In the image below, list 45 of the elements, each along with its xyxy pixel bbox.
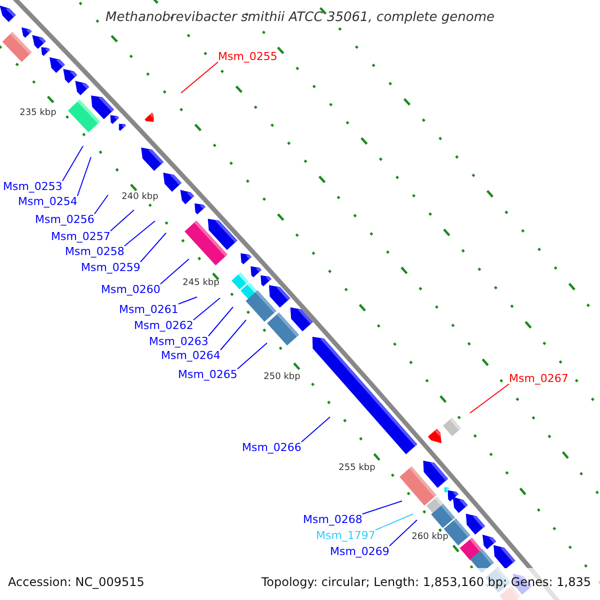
gene-label: Msm_0261 <box>119 304 178 315</box>
map-title: Methanobrevibacter smithii ATCC 35061, complete genome <box>105 11 495 24</box>
leader-line <box>140 232 166 262</box>
scale-label: 245 kbp <box>182 279 220 288</box>
scale-label: 260 kbp <box>412 533 448 542</box>
gene-label: Msm_0269 <box>330 546 390 557</box>
accession-text: Accession: NC_009515 <box>8 576 144 588</box>
leader-line <box>124 220 156 246</box>
gene-label: Msm_0266 <box>242 442 302 453</box>
gene-label: Msm_0254 <box>18 196 78 207</box>
gene-label: Msm_0263 <box>149 336 208 347</box>
gene-label: Msm_0268 <box>303 514 362 525</box>
gene-label: Msm_1797 <box>316 530 376 541</box>
leader-line <box>180 62 218 94</box>
gene-label: Msm_0259 <box>81 262 140 273</box>
leader-line <box>62 146 84 182</box>
leader-line <box>192 298 220 320</box>
gene-label: Msm_0253 <box>3 181 62 192</box>
gene-label: Msm_0257 <box>51 231 110 242</box>
leader-line <box>110 210 134 232</box>
leader-line <box>300 416 330 442</box>
gene-label: Msm_0264 <box>161 350 220 361</box>
leader-line <box>362 500 402 514</box>
gene-label: Msm_0265 <box>178 369 238 380</box>
gene-label: Msm_0260 <box>101 284 160 295</box>
scale-label: 235 kbp <box>20 109 56 118</box>
leader-line <box>374 514 414 530</box>
leader-line <box>178 296 198 304</box>
genome-info-text: Topology: circular; Length: 1,853,160 bp; Genes: 1,835 <box>261 576 591 588</box>
scale-label: 240 kbp <box>122 193 158 202</box>
gene-label: Msm_0258 <box>65 246 124 257</box>
leader-line <box>208 306 234 336</box>
leader-line <box>94 194 108 214</box>
gene-label: Msm_0255 <box>218 51 278 62</box>
gene-label: Msm_0267 <box>509 373 568 384</box>
leader-line <box>236 342 268 370</box>
scale-label: 250 kbp <box>264 373 300 382</box>
leader-line <box>160 258 190 284</box>
scale-label: 255 kbp <box>338 464 376 473</box>
leader-line <box>220 320 246 350</box>
gene-label: Msm_0256 <box>35 214 94 225</box>
gene-label: Msm_0262 <box>134 320 194 331</box>
leader-line <box>470 384 510 414</box>
leader-line <box>76 156 92 196</box>
leader-line <box>388 520 418 546</box>
